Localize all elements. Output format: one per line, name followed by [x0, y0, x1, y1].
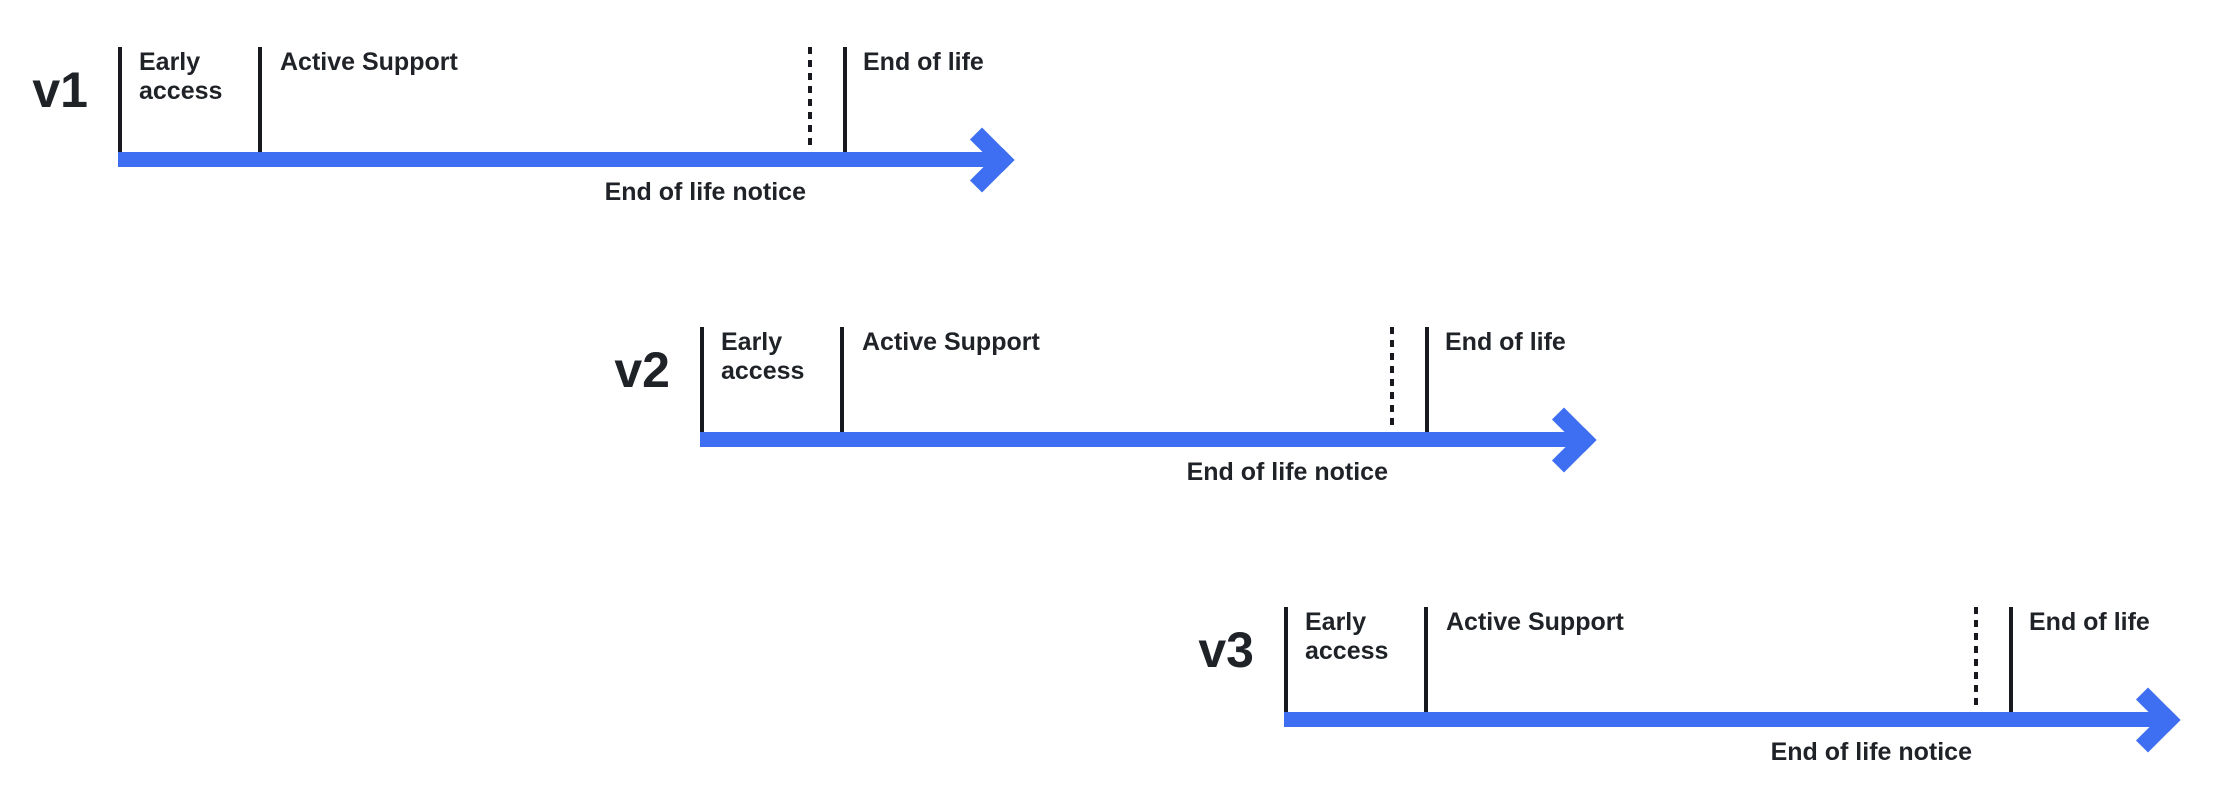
end-of-life-tick: [2009, 607, 2013, 712]
end-of-life-label: End of life: [1445, 328, 1566, 356]
end-of-life-notice-label: End of life notice: [604, 178, 806, 206]
end-of-life-tick: [1425, 327, 1429, 432]
timeline-arrow-bar: [700, 432, 1578, 447]
early-access-label: Early access: [139, 48, 223, 105]
version-label: v1: [32, 62, 88, 118]
early-access-label: Early access: [721, 328, 805, 385]
early-access-start-tick: [1284, 607, 1288, 712]
timeline-v1: v1 Early access Active Support End of li…: [18, 47, 1118, 217]
timeline-v3: v3 Early access Active Support End of li…: [1184, 607, 2228, 777]
early-access-start-tick: [700, 327, 704, 432]
version-label: v3: [1198, 622, 1254, 678]
end-of-life-label: End of life: [863, 48, 984, 76]
eol-notice-dashed-tick: [1390, 327, 1394, 428]
active-support-label: Active Support: [1446, 608, 1624, 636]
version-label: v2: [614, 342, 670, 398]
end-of-life-notice-label: End of life notice: [1770, 738, 1972, 766]
active-support-label: Active Support: [862, 328, 1040, 356]
active-support-start-tick: [1424, 607, 1428, 712]
eol-notice-dashed-tick: [808, 47, 812, 148]
early-access-start-tick: [118, 47, 122, 152]
active-support-start-tick: [258, 47, 262, 152]
timeline-arrow-bar: [1284, 712, 2162, 727]
timeline-v2: v2 Early access Active Support End of li…: [600, 327, 1700, 497]
timeline-arrow-head-icon: [2115, 687, 2181, 753]
active-support-start-tick: [840, 327, 844, 432]
timeline-arrow-bar: [118, 152, 996, 167]
end-of-life-label: End of life: [2029, 608, 2150, 636]
end-of-life-tick: [843, 47, 847, 152]
early-access-label: Early access: [1305, 608, 1389, 665]
active-support-label: Active Support: [280, 48, 458, 76]
timeline-arrow-head-icon: [1531, 407, 1597, 473]
eol-notice-dashed-tick: [1974, 607, 1978, 708]
end-of-life-notice-label: End of life notice: [1186, 458, 1388, 486]
timeline-arrow-head-icon: [949, 127, 1015, 193]
